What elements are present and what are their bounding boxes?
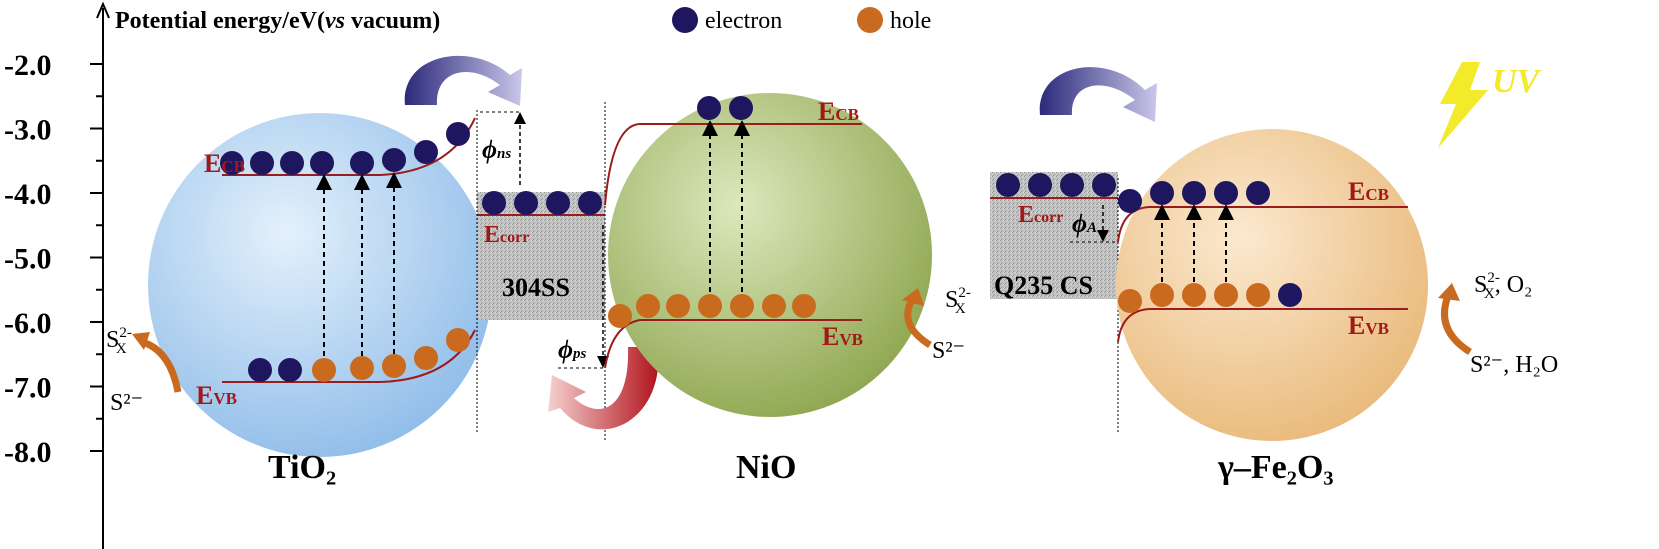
uv-indicator: UV	[1438, 62, 1542, 148]
fe2o3-s2-h2o-label: S²⁻, H₂O	[1470, 352, 1558, 378]
tio2-ecb-label: ECB	[204, 149, 245, 178]
fe2o3-evb-label: EVB	[1348, 311, 1389, 340]
legend: electron hole	[672, 7, 931, 34]
q235-label: Q235 CS	[994, 271, 1093, 300]
legend-electron-icon	[672, 7, 698, 33]
tio2-excitation-arrows	[316, 172, 402, 356]
phi-ps-label: ϕps	[558, 335, 587, 364]
nio-evb-label: EVB	[822, 322, 863, 351]
q235-block: Ecorr Q235 CS ϕA	[990, 172, 1119, 434]
tio2-cb-electrons	[220, 122, 470, 175]
y-axis: -2.0 -3.0 -4.0 -5.0 -6.0 -7.0 -8.0 Potential e…	[4, 1, 440, 549]
fe2o3-vb-carriers	[1118, 283, 1302, 313]
q235-ecorr-label: Ecorr	[1018, 202, 1063, 228]
ss304-label: 304SS	[502, 273, 570, 302]
fe2o3-cb-electrons	[1118, 181, 1270, 213]
electron-transfer-arrow-2	[1039, 67, 1157, 122]
y-axis-tick-label: -8.0	[4, 436, 52, 469]
tio2-s2-label: S²⁻	[110, 390, 143, 416]
ss304-ecorr-label: Ecorr	[484, 222, 529, 248]
legend-hole-label: hole	[890, 8, 931, 34]
nio-s2-label: S²⁻	[932, 338, 965, 364]
fe2o3-sx-o2-label: S2-X, O₂	[1474, 270, 1532, 302]
uv-label: UV	[1492, 63, 1542, 100]
y-axis-tick-label: -7.0	[4, 372, 52, 405]
nio-sphere	[608, 93, 932, 417]
phi-ns-label: ϕns	[482, 135, 511, 164]
lightning-icon	[1438, 62, 1488, 148]
tio2-sx-label: S2-X	[106, 325, 132, 357]
y-axis-tick-label: -5.0	[4, 243, 52, 276]
hole-transfer-arrow	[548, 347, 659, 430]
fe2o3-label: γ–Fe₂O₃	[1217, 449, 1334, 486]
nio-block: ECB EVB NiO S2-X S²⁻	[604, 93, 971, 486]
ss304-block: Ecorr 304SS ϕns ϕps	[476, 102, 609, 440]
y-axis-tick-label: -2.0	[4, 49, 52, 82]
tio2-sphere	[148, 113, 492, 457]
tio2-label: TiO₂	[268, 449, 336, 486]
axis-title: Potential energy/eV(vs vacuum)	[115, 8, 440, 34]
y-axis-tick-label: -3.0	[4, 114, 52, 147]
tio2-block: ECB EVB TiO₂ S2-X S²⁻	[106, 113, 492, 486]
fe2o3-ecb-label: ECB	[1348, 177, 1389, 206]
nio-vb-holes	[608, 294, 816, 328]
nio-ecb-label: ECB	[818, 97, 859, 126]
legend-hole-icon	[857, 7, 883, 33]
electron-transfer-arrow-1	[404, 55, 522, 106]
phi-a-label: ϕA	[1072, 209, 1097, 238]
tio2-evb-label: EVB	[196, 381, 237, 410]
nio-label: NiO	[736, 449, 796, 486]
fe2o3-block: ECB EVB γ–Fe₂O₃ S2-X, O₂ S²⁻, H₂O	[1116, 129, 1558, 486]
y-axis-tick-label: -6.0	[4, 307, 52, 340]
y-axis-tick-label: -4.0	[4, 178, 52, 211]
tio2-vb-carriers	[248, 328, 470, 382]
legend-electron-label: electron	[705, 8, 782, 34]
nio-sx-label: S2-X	[945, 285, 971, 317]
